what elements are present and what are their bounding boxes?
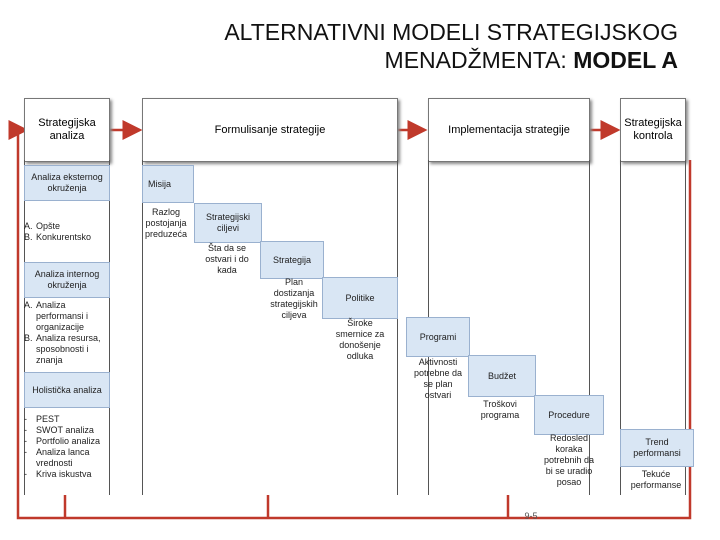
column-formulation bbox=[142, 160, 398, 495]
list-item: -PEST bbox=[24, 414, 60, 424]
box-external-analysis: Analiza eksternog okruženja bbox=[24, 165, 110, 201]
desc-programi: Aktivnosti potrebne da se plan ostvari bbox=[413, 357, 463, 400]
header-formulisanje-strategije: Formulisanje strategije bbox=[142, 98, 398, 162]
list-item: B.Analiza resursa, sposobnosti i znanja bbox=[24, 333, 101, 365]
desc-ciljevi: Šta da se ostvari i do kada bbox=[205, 243, 249, 275]
desc-strategija: Plan dostizanja strategijskih ciljeva bbox=[270, 277, 318, 320]
desc-tekuce-performanse: Tekuće performanse bbox=[630, 469, 682, 490]
column-analysis bbox=[24, 160, 110, 495]
title-line-1: ALTERNATIVNI MODELI STRATEGIJSKOG bbox=[224, 19, 678, 45]
list-item: -Portfolio analiza bbox=[24, 436, 101, 446]
header-implementacija-strategije: Implementacija strategije bbox=[428, 98, 590, 162]
box-budzet: Budžet bbox=[468, 355, 536, 397]
box-procedure: Procedure bbox=[534, 395, 604, 435]
list-external-items: A.Opšte B.Konkurentsko bbox=[24, 221, 108, 243]
list-item: A.Analiza performansi i organizacije bbox=[24, 300, 89, 332]
desc-misija: Razlog postojanja preduzeća bbox=[144, 207, 188, 239]
desc-procedure: Redosled koraka potrebnih da bi se uradi… bbox=[543, 433, 595, 487]
feedback-loop-arrow bbox=[8, 120, 692, 520]
box-strategija: Strategija bbox=[260, 241, 324, 279]
box-programi: Programi bbox=[406, 317, 470, 357]
title-line-2: MENADŽMENTA: MODEL A bbox=[384, 47, 678, 73]
box-strategijski-ciljevi: Strategijski ciljevi bbox=[194, 203, 262, 243]
list-item: -Analiza lanca vrednosti bbox=[24, 447, 90, 468]
list-item: A.Opšte bbox=[24, 221, 61, 231]
header-strategijska-kontrola: Strategijska kontrola bbox=[620, 98, 686, 162]
list-holistic-items: -PEST -SWOT analiza -Portfolio analiza -… bbox=[24, 414, 108, 480]
slide-title: ALTERNATIVNI MODELI STRATEGIJSKOG MENADŽ… bbox=[118, 18, 678, 74]
box-holistic-analysis: Holistička analiza bbox=[24, 372, 110, 408]
page-number: 9-5 bbox=[524, 511, 538, 521]
list-item: B.Konkurentsko bbox=[24, 232, 92, 242]
desc-budzet: Troškovi programa bbox=[480, 399, 520, 420]
column-control bbox=[620, 160, 686, 495]
list-item: -SWOT analiza bbox=[24, 425, 94, 435]
box-internal-analysis: Analiza internog okruženja bbox=[24, 262, 110, 298]
desc-politike: Široke smernice za donošenje odluka bbox=[335, 318, 385, 361]
box-politike: Politike bbox=[322, 277, 398, 319]
box-misija: Misija bbox=[142, 165, 194, 203]
box-trend-performansi: Trend performansi bbox=[620, 429, 694, 467]
list-item: -Kriva iskustva bbox=[24, 469, 92, 479]
list-internal-items: A.Analiza performansi i organizacije B.A… bbox=[24, 300, 108, 366]
header-strategijska-analiza: Strategijska analiza bbox=[24, 98, 110, 162]
